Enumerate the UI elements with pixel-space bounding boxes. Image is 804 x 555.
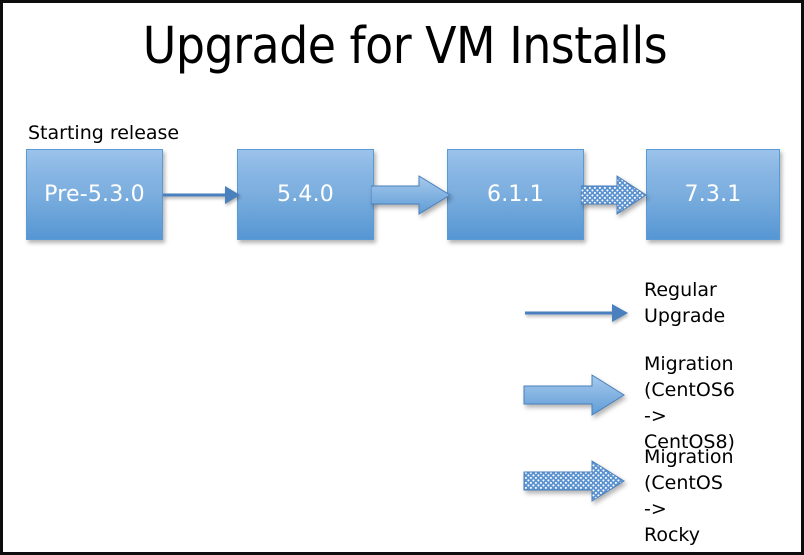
release-box-label: 6.1.1 — [487, 181, 544, 207]
legend-label: Regular Upgrade — [644, 279, 726, 327]
release-box-pre-5-3-0[interactable]: Pre-5.3.0 — [26, 149, 163, 240]
page-title: Upgrade for VM Installs — [142, 17, 668, 76]
line-arrow-icon — [525, 304, 628, 322]
migration-centos6-centos8-arrow-icon — [371, 175, 451, 215]
release-box-5-4-0[interactable]: 5.4.0 — [237, 149, 374, 240]
release-box-7-3-1[interactable]: 7.3.1 — [646, 149, 780, 240]
block-arrow-icon — [523, 374, 625, 416]
release-box-label: 7.3.1 — [684, 181, 742, 207]
legend-label: Migration (CentOS6 -> CentOS8) — [644, 353, 735, 453]
release-box-label: 5.4.0 — [277, 181, 334, 207]
regular-upgrade-arrow-icon — [163, 186, 240, 204]
legend-label: Migration (CentOS -> Rocky Linux) — [644, 446, 734, 552]
starting-release-label: Starting release — [28, 122, 180, 144]
release-box-label: Pre-5.3.0 — [44, 181, 145, 207]
dotted-block-arrow-icon — [523, 460, 625, 502]
migration-centos-rocky-arrow-icon — [581, 175, 647, 215]
release-box-6-1-1[interactable]: 6.1.1 — [447, 149, 584, 240]
